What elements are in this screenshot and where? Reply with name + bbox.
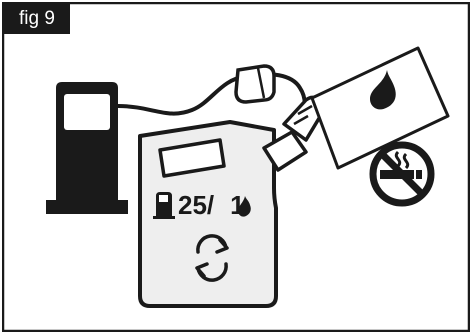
ratio-fuel-value: 25	[178, 190, 207, 220]
gas-pump-small-icon	[153, 192, 175, 219]
figure-label: fig 9	[4, 4, 70, 34]
hose-coupling-icon	[236, 66, 274, 102]
ratio-oil-value: 1	[230, 190, 244, 220]
ratio-separator: /	[207, 190, 214, 220]
figure-9: fig 9 25/ 1	[2, 2, 470, 332]
no-smoking-icon	[373, 145, 431, 203]
fuel-oil-ratio: 25/ 1	[178, 190, 245, 220]
figure-illustration	[2, 2, 470, 332]
fuel-pump-icon	[46, 82, 128, 214]
